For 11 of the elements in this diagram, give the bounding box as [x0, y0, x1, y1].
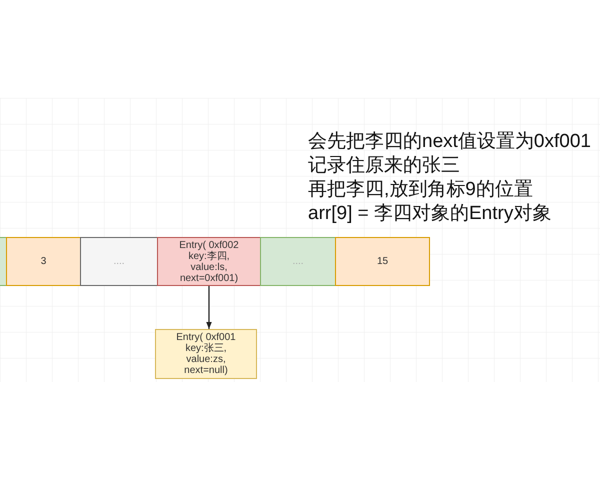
note-text: 记录住原来的张三 — [308, 154, 461, 178]
note-text: 会先把李四的next值设置为0xf001 — [308, 130, 591, 154]
note-text: 再把李四,放到角标9的位置 — [308, 178, 534, 202]
array-cell: .... — [260, 237, 336, 286]
entry-box: Entry( 0xf001 key:张三, value:zs, next=null) — [155, 329, 257, 379]
array-cell: 15 — [335, 237, 430, 286]
arrow — [206, 286, 212, 329]
array-cell: .... — [80, 237, 158, 286]
array-cell: 3 — [6, 237, 81, 286]
array-cell: Entry( 0xf002 key:李四, value:ls, next=0xf001) — [157, 237, 261, 286]
note-text: arr[9] = 李四对象的Entry对象 — [308, 202, 552, 226]
